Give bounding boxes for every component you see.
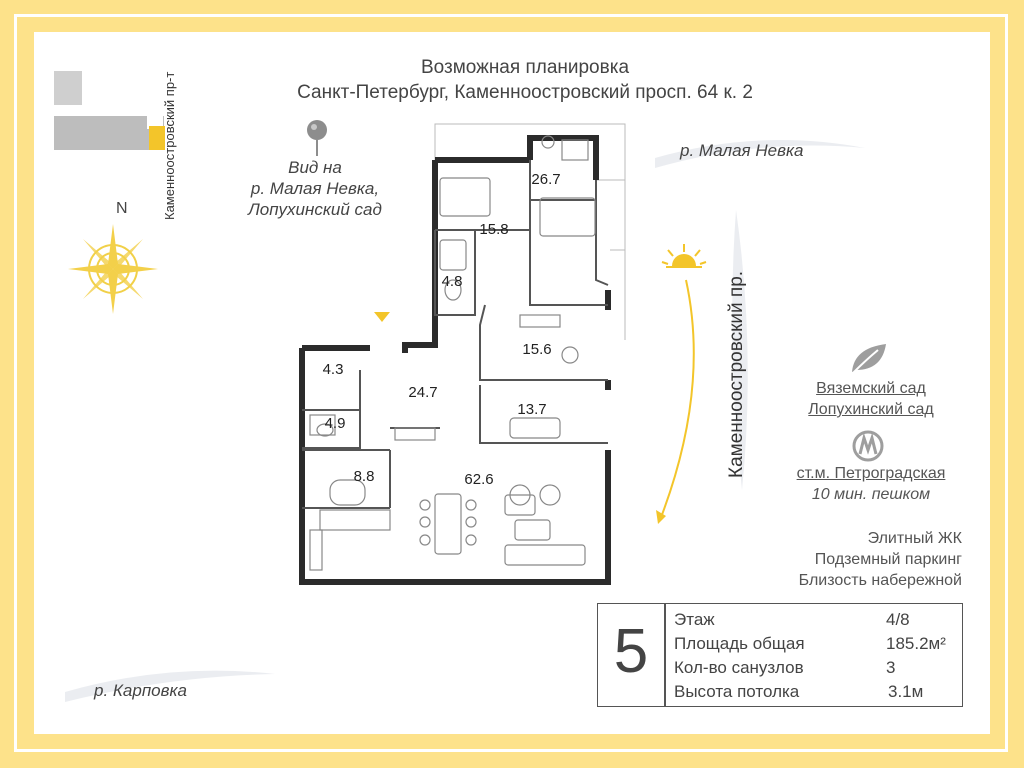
title-line1: Возможная планировка	[420, 57, 630, 78]
building-number: 5	[613, 617, 649, 686]
location-pin-icon	[307, 120, 327, 156]
compass-rose-icon	[68, 224, 158, 314]
room-area-9: 8.8	[354, 468, 375, 485]
logo-block	[54, 71, 82, 105]
white-frame-line	[14, 14, 1008, 752]
logo-accent	[149, 126, 165, 150]
park-2: Лопухинский сад	[808, 401, 934, 418]
north-label: N	[116, 200, 128, 217]
feature-elite: Элитный ЖК	[867, 530, 962, 547]
street-swash-right	[732, 210, 748, 490]
metro-logo-icon	[852, 430, 884, 462]
info-value-floor: 4/8	[886, 610, 910, 629]
room-area-2: 15.8	[479, 221, 508, 238]
apartment-info-box: 5 Этаж 4/8 Площадь общая 185.2м² Кол-во …	[597, 603, 963, 707]
view-description: Вид на р. Малая Невка, Лопухинский сад	[248, 158, 382, 219]
room-area-3: 4.8	[442, 273, 463, 290]
metro-walk: 10 мин. пешком	[811, 486, 931, 503]
plan-card	[34, 32, 990, 734]
info-label-floor: Этаж	[674, 610, 715, 629]
river-swash-top	[655, 140, 865, 168]
info-label-area: Площадь общая	[674, 634, 805, 653]
street-label-right: Каменноостровский пр.	[726, 270, 747, 478]
room-area-6: 24.7	[408, 384, 437, 401]
leaf-icon	[852, 344, 886, 373]
feature-parking: Подземный паркинг	[814, 551, 962, 568]
sun-path	[656, 244, 707, 524]
river-label-bottom: р. Карповка	[94, 681, 187, 700]
room-area-10: 62.6	[464, 471, 493, 488]
metro-station: ст.м. Петроградская	[796, 465, 946, 482]
room-area-5: 13.7	[517, 401, 546, 418]
info-label-ceiling: Высота потолка	[674, 682, 800, 701]
river-label-top: р. Малая Невка	[680, 141, 804, 160]
room-area-8: 4.9	[325, 415, 346, 432]
feature-embankment: Близость набережной	[798, 572, 962, 589]
room-area-7: 4.3	[323, 361, 344, 378]
info-value-area: 185.2м²	[886, 634, 946, 653]
street-label-left: Каменноостровский пр-т	[162, 71, 177, 220]
title-line2: Санкт-Петербург, Каменноостровский просп…	[297, 82, 753, 103]
floor-plan: 26.7 15.8 4.8 15.6 13.7 24.7 4.3 4.9 8.8…	[299, 123, 626, 585]
info-label-bathrooms: Кол-во санузлов	[674, 658, 804, 677]
info-value-bathrooms: 3	[886, 658, 896, 677]
room-area-1: 26.7	[531, 171, 560, 188]
room-area-4: 15.6	[522, 341, 551, 358]
info-value-ceiling: 3.1м	[888, 682, 924, 701]
logo-bar	[54, 116, 164, 150]
park-1: Вяземский сад	[816, 380, 926, 397]
river-swash-bottom	[65, 670, 275, 702]
